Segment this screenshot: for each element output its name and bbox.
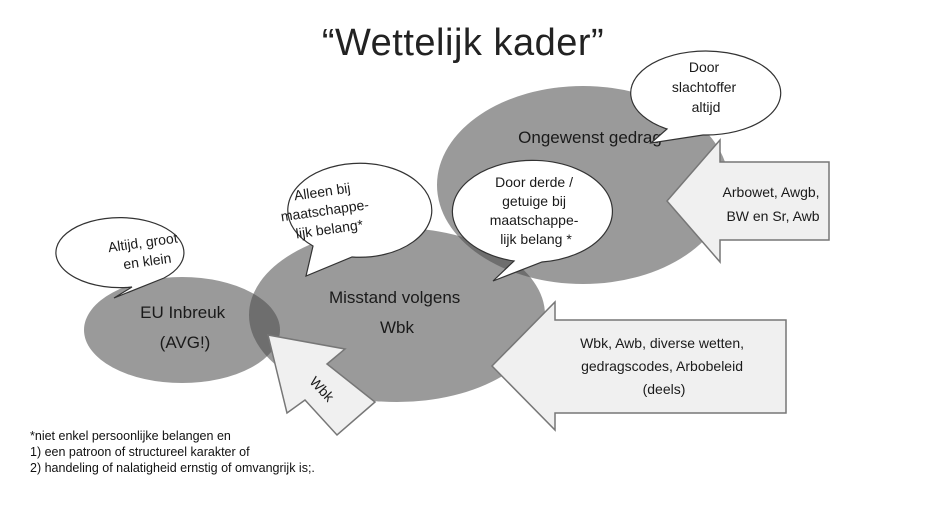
arbowet-arrow-label: Arbowet, Awgb, BW en Sr, Awb bbox=[723, 184, 824, 224]
altijd-callout bbox=[55, 217, 185, 299]
misstand-wbk-label: Misstand volgens Wbk bbox=[329, 288, 465, 337]
ongewenst-gedrag-label: Ongewenst gedrag bbox=[518, 128, 662, 147]
footnote-line: 2) handeling of nalatigheid ernstig of o… bbox=[30, 461, 315, 475]
door-slachtoffer-callout bbox=[630, 50, 782, 144]
wbk-awb-arrow-label: Wbk, Awb, diverse wetten, gedragscodes, … bbox=[580, 335, 748, 397]
door-derde-callout bbox=[451, 159, 613, 282]
door-slachtoffer-callout-text: Door slachtoffer altijd bbox=[672, 59, 740, 115]
footnote-line: *niet enkel persoonlijke belangen en bbox=[30, 429, 231, 443]
door-derde-callout-text: Door derde / getuige bij maatschappe- li… bbox=[490, 174, 583, 247]
footnote: *niet enkel persoonlijke belangen en 1) … bbox=[30, 428, 315, 476]
arbowet-arrow bbox=[666, 137, 830, 265]
footnote-line: 1) een patroon of structureel karakter o… bbox=[30, 445, 250, 459]
wbk-awb-arrow bbox=[490, 300, 787, 432]
slide-title: “Wettelijk kader” bbox=[321, 22, 605, 64]
wbk-arrow bbox=[266, 334, 377, 437]
eu-inbreuk-label: EU Inbreuk (AVG!) bbox=[140, 303, 230, 352]
eu-inbreuk-ellipse bbox=[84, 277, 280, 383]
alleen-bij-callout bbox=[287, 162, 433, 278]
